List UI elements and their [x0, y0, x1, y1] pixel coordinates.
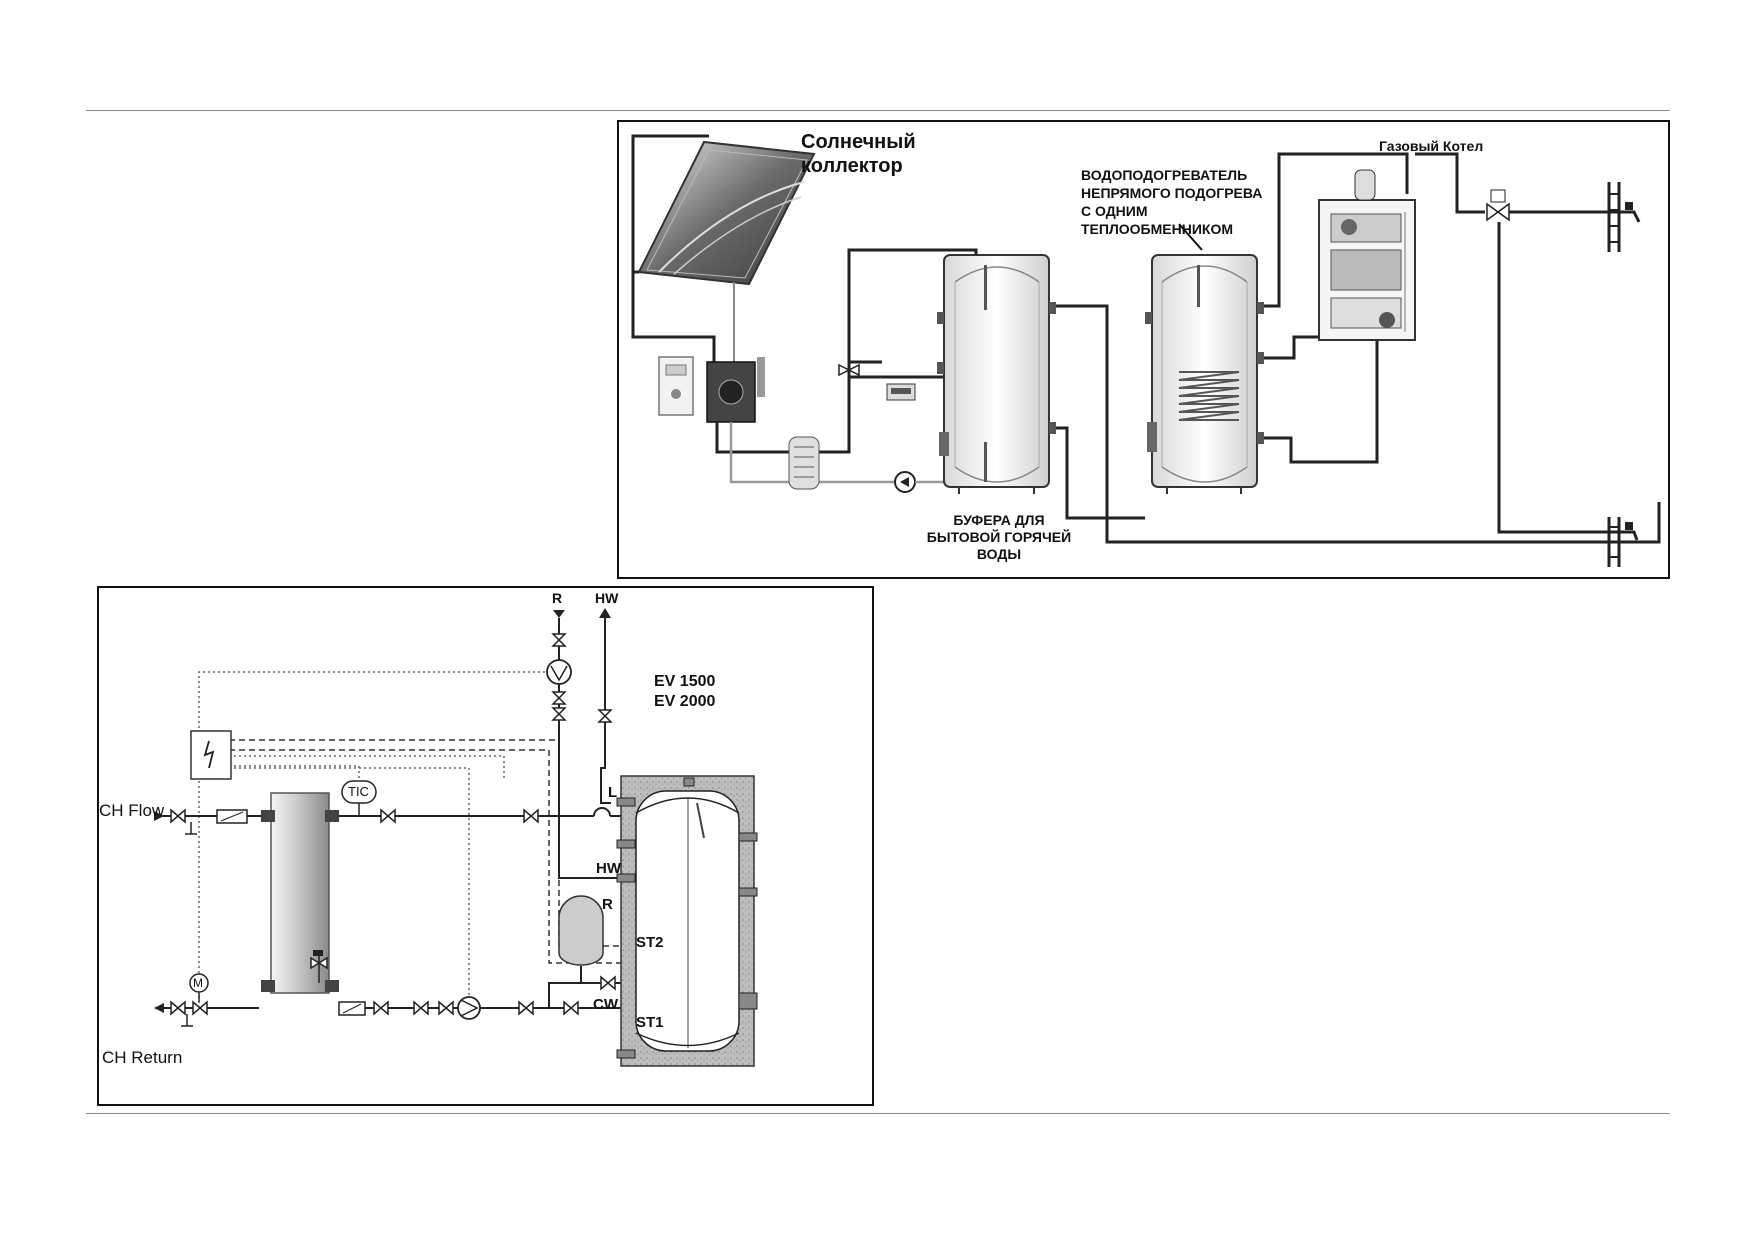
hw-top-label: HW: [595, 590, 619, 606]
return-strainer-icon: [338, 1001, 366, 1016]
tic-sensor: [341, 780, 377, 816]
ev-storage-tank: [616, 775, 758, 1067]
buffer-label: БУФЕРА ДЛЯ БЫТОВОЙ ГОРЯЧЕЙ ВОДЫ: [926, 512, 1072, 562]
indirect-heater-label: ВОДОПОДОГРЕВАТЕЛЬ НЕПРЯМОГО ПОДОГРЕВА С …: [1081, 167, 1263, 237]
circulation-pump-icon: [894, 471, 916, 493]
ev-tank-schematic: [154, 608, 758, 1067]
top-rule: [86, 110, 1670, 111]
return-pump-icon: [457, 996, 481, 1020]
r-valves: [551, 633, 567, 721]
safety-valve-icon: [310, 950, 328, 983]
hw-arrow: [599, 608, 611, 618]
tic-label: TIC: [348, 784, 369, 799]
control-wiring: [198, 671, 551, 1008]
hot-water-tap-icon: [1559, 182, 1641, 252]
r-arrow: [553, 610, 565, 618]
st1-label: ST1: [636, 1014, 664, 1031]
recirc-pump-icon: [546, 659, 572, 685]
ch-flow-arrow: [154, 811, 164, 821]
cold-water-tap-icon: [1559, 517, 1639, 567]
pump-station: [706, 357, 765, 423]
coil-unit: [788, 436, 820, 490]
solar-collector-label: Солнечный коллектор: [801, 131, 916, 177]
controller-box: [190, 730, 232, 780]
r-top-label: R: [552, 590, 563, 606]
st2-label: ST2: [636, 934, 664, 951]
hw-valve: [597, 709, 613, 723]
model-label: EV 1500 EV 2000: [654, 673, 716, 710]
hw-port-label: HW: [596, 860, 621, 877]
buffer-tank: [937, 254, 1056, 494]
display-unit: [886, 383, 916, 401]
flow-valve-1: [170, 808, 186, 824]
return-valves: [170, 1000, 534, 1016]
mixing-valve-icon: [838, 363, 860, 377]
heat-exchanger-coil: [1178, 371, 1240, 421]
cw-label: CW: [593, 996, 618, 1013]
l-port-label: L: [608, 784, 618, 801]
solar-system-diagram: Солнечный коллектор Газовый Котел ВОДОПО…: [617, 120, 1670, 579]
motor-label: M: [193, 976, 203, 990]
ch-return-arrow: [154, 1003, 164, 1013]
gas-boiler-label: Газовый Котел: [1379, 138, 1484, 154]
bottom-rule: [86, 1113, 1670, 1114]
solar-system-schematic: [631, 134, 1661, 567]
solar-controller: [658, 356, 694, 416]
flow-strainer-icon: [216, 809, 248, 824]
motor-valve: [189, 973, 209, 1002]
thermostatic-valve-icon: [1486, 189, 1510, 222]
expansion-vessel: [558, 895, 604, 983]
plate-heat-exchanger: [261, 792, 339, 994]
r-port-label: R: [602, 896, 613, 913]
indirect-water-heater: [1145, 223, 1264, 494]
ch-flow-label: CH Flow: [99, 801, 165, 820]
recirc-line: [558, 618, 619, 879]
gas-boiler: [1318, 169, 1416, 341]
solar-collector: [637, 140, 816, 286]
cw-valves: [563, 975, 616, 1016]
flow-valve-2: [380, 808, 539, 824]
ev-tank-piping-diagram: EV 1500 EV 2000 CH Flow CH Return TIC M …: [97, 586, 874, 1106]
ch-return-label: CH Return: [102, 1048, 183, 1067]
